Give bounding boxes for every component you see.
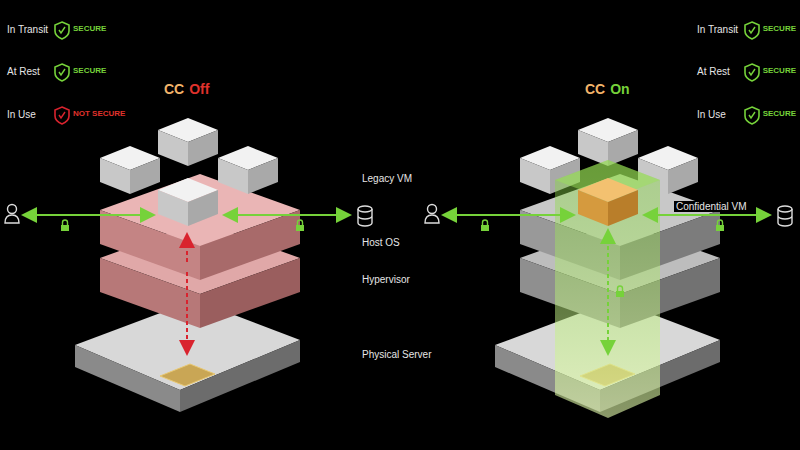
layer-label: Physical Server xyxy=(362,349,431,360)
mode-state: On xyxy=(610,82,629,97)
status-value: SECURE xyxy=(73,25,106,34)
status-label: In Use xyxy=(7,109,36,120)
status-value: SECURE xyxy=(763,67,796,76)
mode-label: CC xyxy=(164,82,184,97)
mode-state: Off xyxy=(189,82,209,97)
status-label: In Transit xyxy=(697,24,738,35)
status-label: At Rest xyxy=(7,66,40,77)
vm-label: Confidential VM xyxy=(674,201,749,212)
layer-label: Hypervisor xyxy=(362,274,410,285)
status-label: In Use xyxy=(697,109,726,120)
layer-label: Host OS xyxy=(362,237,400,248)
layer-label: Legacy VM xyxy=(362,173,412,184)
status-label: At Rest xyxy=(697,66,730,77)
mode-label: CC xyxy=(585,82,605,97)
status-value: SECURE xyxy=(73,67,106,76)
status-value: SECURE xyxy=(763,110,796,119)
status-value: NOT SECURE xyxy=(73,110,125,119)
status-value: SECURE xyxy=(763,25,796,34)
status-label: In Transit xyxy=(7,24,48,35)
